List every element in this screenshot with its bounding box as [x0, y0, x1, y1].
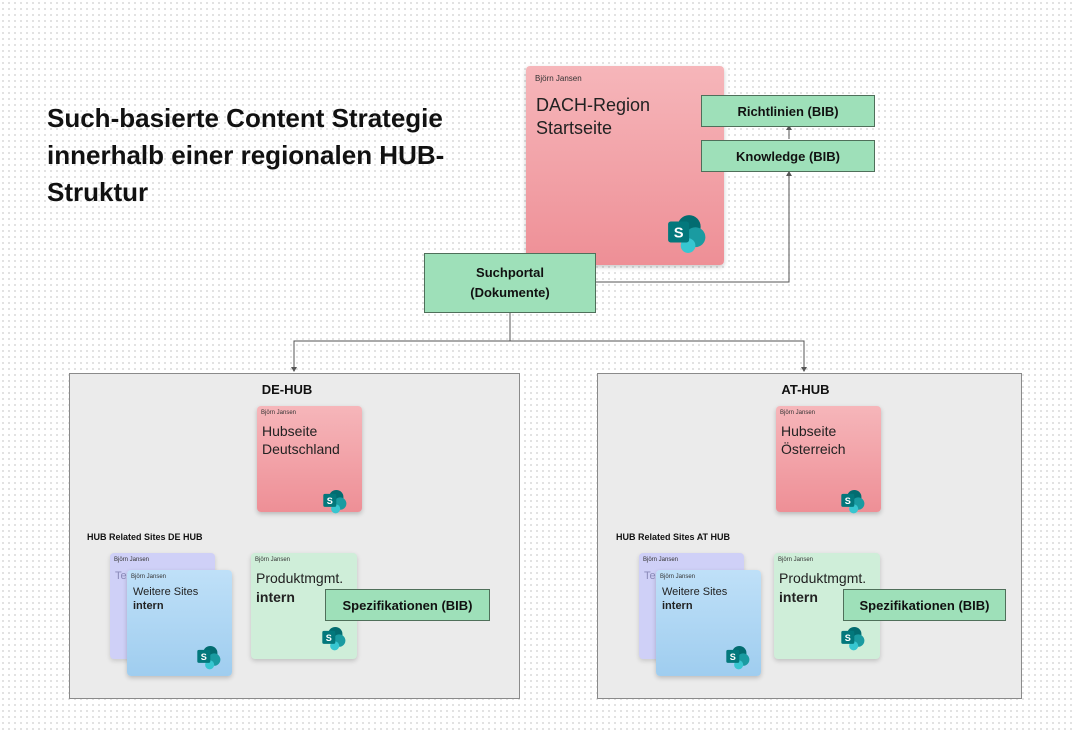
card-author: Björn Jansen — [780, 410, 816, 416]
card-subtitle: intern — [779, 589, 818, 605]
svg-text:S: S — [326, 633, 332, 643]
spezifikationen-box[interactable]: Spezifikationen (BIB) — [325, 589, 490, 621]
hub-site-card[interactable]: Björn Jansen Hubseite Österreich S — [776, 406, 881, 514]
card-author: Björn Jansen — [660, 574, 696, 580]
arrowhead-icon — [291, 367, 297, 372]
card-title: Weitere Sites — [662, 586, 728, 598]
region-startseite-card[interactable]: Björn Jansen DACH-Region Startseite S — [526, 66, 724, 265]
card-author: Björn Jansen — [535, 74, 582, 83]
card-title: Weitere Sites — [133, 586, 199, 598]
card-title: Hubseite Deutschland — [262, 423, 340, 458]
sharepoint-icon: S — [726, 645, 750, 670]
sharepoint-icon: S — [197, 645, 221, 670]
card-author: Björn Jansen — [255, 557, 291, 563]
knowledge-box[interactable]: Knowledge (BIB) — [701, 140, 875, 172]
arrowhead-icon — [786, 125, 792, 130]
suchportal-label: Suchportal (Dokumente) — [470, 264, 550, 300]
card-subtitle: intern — [133, 600, 164, 612]
card-title: Hubseite Österreich — [781, 423, 846, 458]
card-author: Björn Jansen — [131, 574, 167, 580]
spezifikationen-box[interactable]: Spezifikationen (BIB) — [843, 589, 1006, 621]
card-author: Björn Jansen — [643, 557, 679, 563]
card-title: Produktmgmt. — [256, 570, 344, 586]
suchportal-box[interactable]: Suchportal (Dokumente) — [424, 253, 596, 313]
card-title: Produktmgmt. — [779, 570, 867, 586]
sharepoint-icon: S — [322, 626, 346, 651]
svg-text:S: S — [674, 226, 684, 242]
sharepoint-icon: S — [668, 215, 706, 253]
related-sites-label: HUB Related Sites DE HUB — [87, 532, 203, 542]
at-hub-panel: AT-HUB Björn Jansen Hubseite Österreich … — [597, 373, 1022, 699]
weitere-sites-card[interactable]: Björn Jansen Weitere Sites intern S — [127, 570, 232, 676]
sharepoint-icon: S — [841, 626, 865, 651]
hub-site-card[interactable]: Björn Jansen Hubseite Deutschland S — [257, 406, 362, 514]
sharepoint-icon: S — [841, 489, 865, 514]
related-sites-label: HUB Related Sites AT HUB — [616, 532, 731, 542]
card-subtitle: intern — [256, 589, 295, 605]
hub-title: AT-HUB — [781, 382, 830, 397]
weitere-sites-card[interactable]: Björn Jansen Weitere Sites intern S — [656, 570, 761, 676]
de-hub-panel: DE-HUB Björn Jansen Hubseite Deutschland… — [69, 373, 520, 699]
sharepoint-icon: S — [323, 489, 347, 514]
arrowhead-icon — [801, 367, 807, 372]
card-subtitle: intern — [662, 600, 693, 612]
card-author: Björn Jansen — [778, 557, 814, 563]
svg-text:S: S — [845, 633, 851, 643]
hub-title: DE-HUB — [261, 382, 313, 397]
card-author: Björn Jansen — [114, 557, 150, 563]
page-title: Such-basierte Content Strategie innerhal… — [47, 103, 445, 208]
card-author: Björn Jansen — [261, 410, 297, 416]
arrowhead-icon — [786, 171, 792, 176]
richtlinien-box[interactable]: Richtlinien (BIB) — [701, 95, 875, 127]
card-title: DACH-Region Startseite — [536, 95, 651, 139]
svg-text:S: S — [730, 652, 736, 662]
svg-text:S: S — [845, 496, 851, 506]
svg-text:S: S — [327, 496, 333, 506]
svg-text:S: S — [201, 652, 207, 662]
